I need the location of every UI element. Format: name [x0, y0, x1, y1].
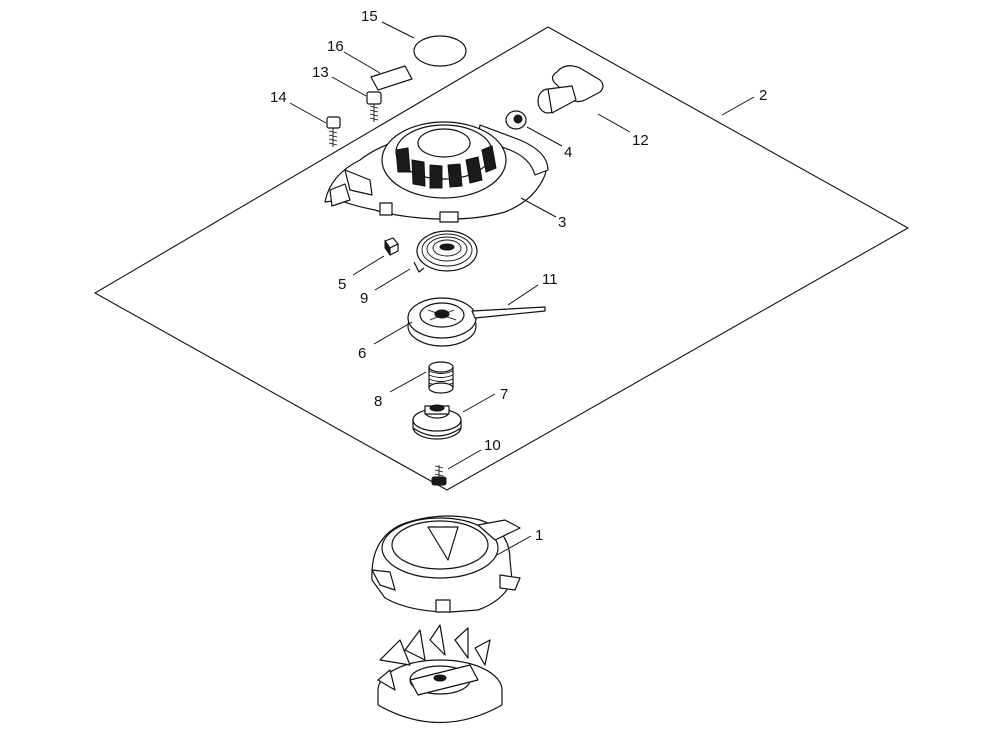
leader-2	[721, 96, 755, 116]
part-8-coil-spring	[428, 361, 454, 394]
callout-6: 6	[358, 345, 366, 362]
part-11-rope	[471, 306, 546, 319]
callout-7: 7	[500, 386, 508, 403]
leader-4	[526, 126, 563, 147]
leader-9	[374, 268, 411, 291]
callout-2: 2	[759, 87, 767, 104]
part-9-spring	[413, 230, 478, 273]
callout-4: 4	[564, 144, 572, 161]
flywheel	[377, 624, 503, 724]
part-6-reel	[407, 297, 477, 347]
leader-7	[462, 393, 496, 413]
callout-10: 10	[484, 437, 501, 454]
part-13-screw	[366, 91, 382, 122]
part-1-fan-cover	[371, 515, 521, 613]
leader-5	[352, 255, 385, 276]
callout-14: 14	[270, 89, 287, 106]
part-4-bushing	[505, 110, 527, 130]
callout-15: 15	[361, 8, 378, 25]
callout-11: 11	[542, 271, 558, 288]
leader-3	[520, 197, 557, 218]
part-14-screw	[326, 116, 341, 147]
part-3-starter-case	[324, 121, 549, 223]
leader-8	[389, 371, 427, 393]
assembly-kit-outline	[93, 26, 910, 491]
part-5-block	[384, 237, 399, 257]
leader-13	[331, 76, 367, 97]
callout-1: 1	[535, 527, 543, 544]
leader-12	[597, 113, 631, 133]
callout-8: 8	[374, 393, 382, 410]
leader-16	[343, 51, 381, 74]
leader-6	[373, 321, 413, 345]
part-15-disc	[413, 35, 467, 67]
leader-15	[381, 21, 415, 39]
callout-12: 12	[632, 132, 649, 149]
leader-14	[289, 102, 327, 124]
leader-11	[507, 284, 539, 306]
part-12-handle	[537, 65, 604, 114]
callout-16: 16	[327, 38, 344, 55]
leader-1	[496, 535, 532, 556]
callout-labels: 15 16 13 14 2 4 12 3 5 9 11 6 8 7 10 1	[270, 8, 767, 544]
callout-3: 3	[558, 214, 566, 231]
part-7-ratchet	[412, 404, 462, 440]
callout-13: 13	[312, 64, 329, 81]
callout-9: 9	[360, 290, 368, 307]
part-10-screw	[431, 465, 447, 486]
callout-5: 5	[338, 276, 346, 293]
leader-10	[447, 449, 482, 470]
leader-lines	[289, 21, 755, 556]
part-16-label	[370, 65, 413, 91]
